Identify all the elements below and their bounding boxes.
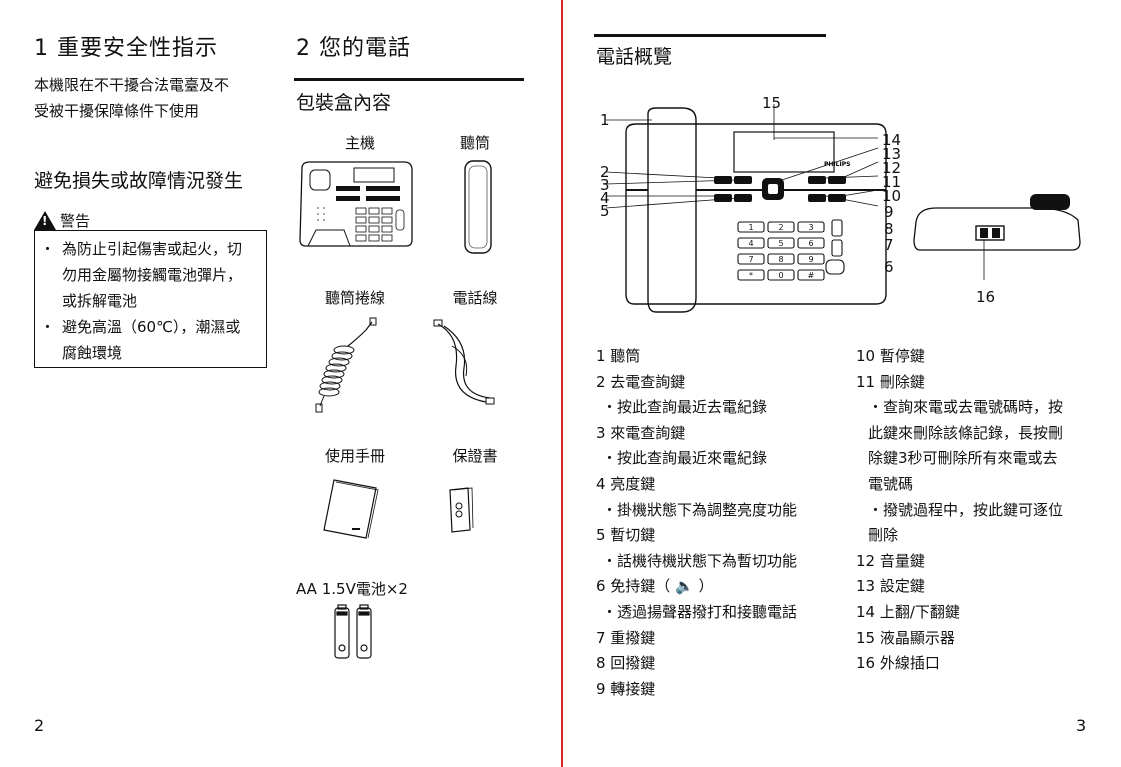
coil-cord-illustration <box>315 317 377 413</box>
base-unit-illustration <box>299 161 413 247</box>
item-label-manual: 使用手冊 <box>324 447 385 465</box>
keypad-key: 7 <box>748 255 753 264</box>
list-item: 2 去電查詢鍵 <box>596 372 686 391</box>
warranty-illustration <box>449 487 474 533</box>
warning-list: ・為防止引起傷害或起火，切 勿用金屬物接觸電池彈片， 或拆解電池 ・避免高溫（6… <box>40 240 243 362</box>
list-item: 10 暫停鍵 <box>856 347 925 365</box>
page-divider <box>561 0 563 767</box>
page-number-right: 3 <box>1076 716 1087 735</box>
section1-title: 1 重要安全性指示 <box>34 36 218 61</box>
handset-illustration <box>464 160 492 254</box>
battery-illustration <box>334 604 372 659</box>
callout-13: 13 <box>882 145 902 163</box>
list-item: ・透過揚聲器撥打和接聽電話 <box>602 602 798 621</box>
overview-rule <box>594 34 826 37</box>
list-item: 14 上翻/下翻鍵 <box>856 602 960 621</box>
section2-title: 2 您的電話 <box>296 36 411 61</box>
item-label-cord: 聽筒捲線 <box>324 289 385 307</box>
section2-rule <box>294 78 524 81</box>
list-item: 7 重撥鍵 <box>596 628 656 647</box>
section1-intro: 本機限在不干擾合法電臺及不 受被干擾保障條件下使用 <box>34 76 230 120</box>
keypad-key: 5 <box>778 239 783 248</box>
list-item: 9 轉接鍵 <box>596 679 656 698</box>
list-item: 11 刪除鍵 <box>856 372 925 391</box>
keypad-key: # <box>808 271 815 280</box>
list-item: 此鍵來刪除該條記錄，長按刪 <box>868 423 1064 442</box>
section1-subtitle: 避免損失或故障情況發生 <box>34 170 244 192</box>
list-item: 8 回撥鍵 <box>596 654 656 673</box>
keypad-key: * <box>749 271 753 280</box>
parts-list-col2: 10 暫停鍵 11 刪除鍵 ・查詢來電或去電號碼時，按 此鍵來刪除該條記錄，長按… <box>856 343 1096 676</box>
list-item: 3 來電查詢鍵 <box>596 423 686 442</box>
list-item: 12 音量鍵 <box>856 551 925 570</box>
warning-label: 警告 <box>60 212 91 230</box>
list-item: 4 亮度鍵 <box>596 474 656 493</box>
list-item: 6 免持鍵（ 🔈 ） <box>596 577 714 596</box>
list-item: ・話機待機狀態下為暫切功能 <box>602 551 798 570</box>
callout-6: 6 <box>884 258 894 276</box>
item-label-battery: AA 1.5V電池×2 <box>296 580 408 598</box>
callout-11: 11 <box>882 173 902 191</box>
keypad-key: 8 <box>778 255 783 264</box>
list-item: ・掛機狀態下為調整亮度功能 <box>602 500 798 519</box>
keypad-key: 4 <box>748 239 753 248</box>
overview-title: 電話概覽 <box>596 46 673 68</box>
phone-line-illustration <box>433 319 495 405</box>
item-label-warranty: 保證書 <box>452 447 498 465</box>
item-label-main: 主機 <box>344 134 375 152</box>
list-item: 刪除 <box>868 526 899 545</box>
page-number-left: 2 <box>34 716 45 735</box>
list-item: 15 液晶顯示器 <box>856 628 955 647</box>
callout-1: 1 <box>600 111 610 129</box>
item-label-line: 電話線 <box>452 289 498 307</box>
item-label-handset: 聽筒 <box>459 134 490 152</box>
list-item: 電號碼 <box>868 474 914 493</box>
list-item: ・按此查詢最近來電紀錄 <box>602 449 768 468</box>
callout-14: 14 <box>882 131 902 149</box>
keypad-key: 3 <box>808 223 813 232</box>
callout-4: 4 <box>600 189 610 207</box>
callout-7: 7 <box>884 236 894 254</box>
parts-list-col1: 1 聽筒 2 去電查詢鍵 ・按此查詢最近去電紀錄 3 來電查詢鍵 ・按此查詢最近… <box>596 343 846 701</box>
callout-2: 2 <box>600 163 610 181</box>
callout-8: 8 <box>884 220 894 238</box>
warning-icon: ! <box>34 211 56 230</box>
callout-5: 5 <box>600 202 610 220</box>
brand-logo: PHILIPS <box>824 161 850 168</box>
section2-subtitle: 包裝盒內容 <box>296 92 392 114</box>
list-item: 1 聽筒 <box>596 347 641 365</box>
list-item: ・查詢來電或去電號碼時，按 <box>868 398 1064 417</box>
list-item: ・撥號過程中，按此鍵可逐位 <box>868 500 1064 519</box>
keypad-key: 9 <box>808 255 813 264</box>
warning-box <box>34 230 267 368</box>
keypad-key: 1 <box>748 223 753 232</box>
list-item: ・按此查詢最近去電紀錄 <box>602 398 768 417</box>
callout-16: 16 <box>976 288 996 306</box>
callout-9: 9 <box>884 203 894 221</box>
manual-illustration <box>323 479 379 539</box>
callout-3: 3 <box>600 176 610 194</box>
list-item: 13 設定鍵 <box>856 577 925 596</box>
list-item: 16 外線插口 <box>856 654 940 673</box>
callout-15: 15 <box>762 94 782 112</box>
list-item: 5 暫切鍵 <box>596 526 656 545</box>
callout-10: 10 <box>882 187 902 205</box>
keypad-key: 2 <box>778 223 783 232</box>
keypad-key: 6 <box>808 239 813 248</box>
keypad-key: 0 <box>778 271 783 280</box>
callout-12: 12 <box>882 159 902 177</box>
list-item: 除鍵3秒可刪除所有來電或去 <box>868 449 1058 468</box>
warning-header: ! 警告 <box>34 210 90 231</box>
